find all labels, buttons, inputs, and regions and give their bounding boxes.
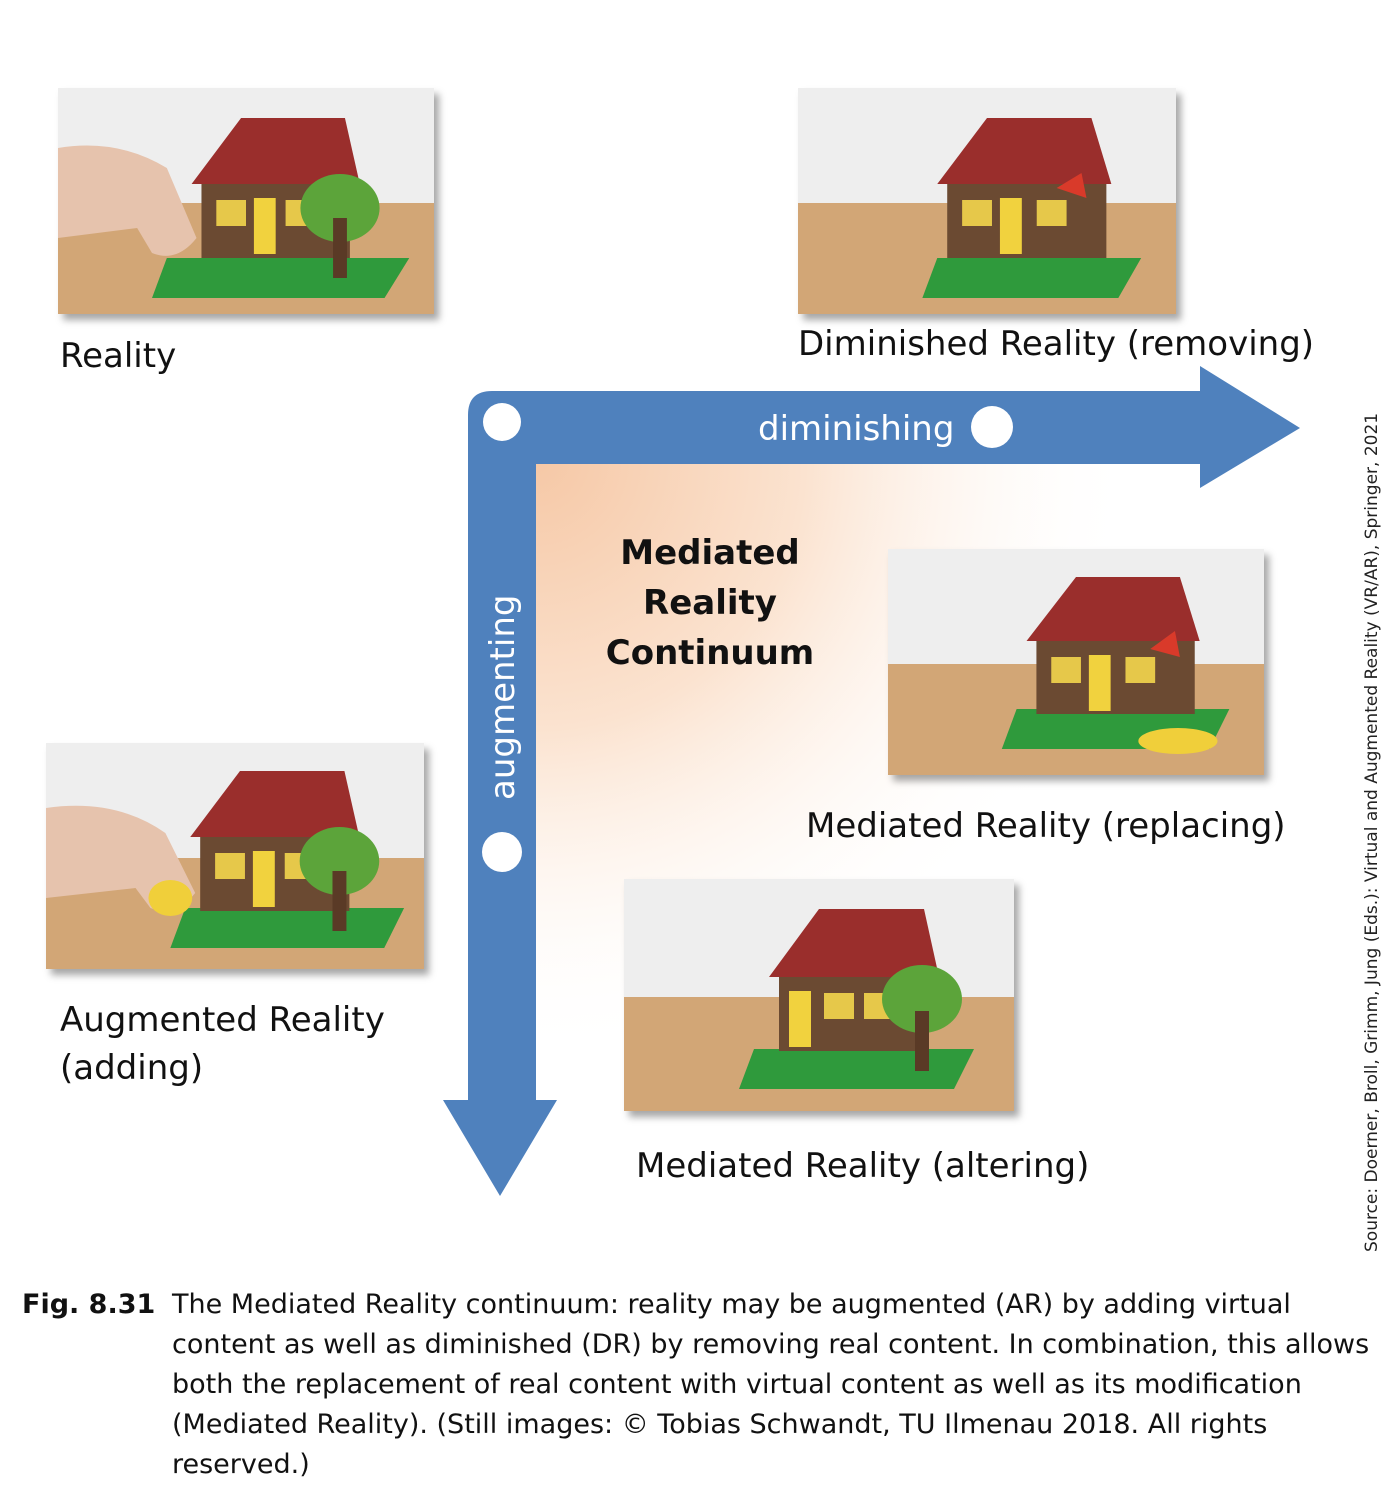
diminishing-label: diminishing (758, 409, 954, 449)
figure-caption: Fig. 8.31 The Mediated Reality continuum… (22, 1285, 1372, 1485)
altering-label: Mediated Reality (altering) (636, 1146, 1090, 1186)
augmented-photo (46, 743, 424, 969)
figure-number: Fig. 8.31 (22, 1289, 156, 1320)
continuum-arrow (443, 366, 1300, 1196)
replacing-label: Mediated Reality (replacing) (806, 806, 1286, 846)
altering-photo (624, 879, 1014, 1111)
arrow-node-vertical (482, 832, 522, 872)
augmented-label: Augmented Reality (adding) (60, 996, 385, 1092)
diminished-label: Diminished Reality (removing) (798, 324, 1315, 364)
reality-label: Reality (60, 336, 177, 376)
continuum-title-line1: Mediated (620, 533, 800, 573)
augmented-label-line2: (adding) (60, 1048, 204, 1088)
arrow-node-horizontal (971, 406, 1013, 448)
reality-photo (58, 88, 434, 314)
continuum-title: Mediated Reality Continuum (590, 528, 830, 678)
continuum-title-line2: Reality (643, 583, 777, 623)
augmenting-label: augmenting (483, 595, 523, 800)
arrow-node-corner (483, 403, 521, 441)
figure-caption-text: The Mediated Reality continuum: reality … (172, 1289, 1370, 1480)
replacing-photo (888, 549, 1264, 775)
continuum-title-line3: Continuum (605, 633, 815, 673)
augmented-label-line1: Augmented Reality (60, 1000, 385, 1040)
diminished-photo (798, 88, 1176, 314)
source-attribution: Source: Doerner, Broll, Grimm, Jung (Eds… (1362, 412, 1382, 1252)
